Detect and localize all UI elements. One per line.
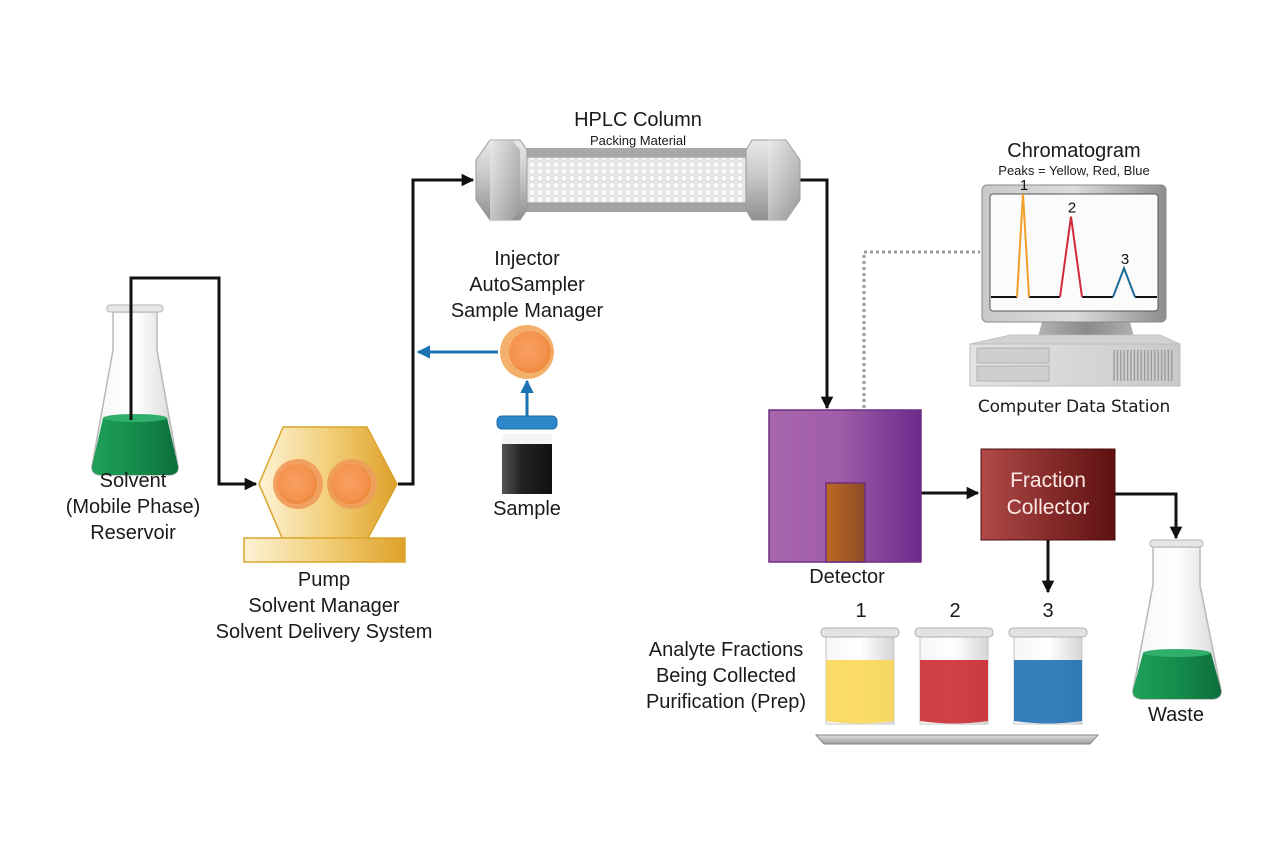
injector-label-line: AutoSampler [469,274,585,296]
column-title: HPLC Column [574,109,702,131]
chromatogram-subtitle: Peaks = Yellow, Red, Blue [998,163,1150,178]
solvent-liquid [91,418,179,475]
fractions-label-line: Purification (Prep) [645,691,807,713]
pump-to-column-line [398,173,475,486]
vent-grille [1113,350,1173,381]
vial-tray [814,734,1100,745]
vial-number-2: 2 [949,600,961,622]
chromatogram-peak-1 [1016,193,1030,298]
chromatogram-title: Chromatogram [1007,140,1141,162]
vial-rim [820,627,900,638]
collector-to-waste-line [1115,492,1183,540]
sample-liquid [502,444,552,494]
waste-label: Waste [1148,704,1204,726]
sample-vial [496,415,558,494]
injector-label-line: Sample Manager [450,300,604,322]
detector-flow-cell [825,482,866,563]
column-packing [526,158,748,202]
chromatogram-peak-2 [1059,216,1083,298]
injector-label-line: Injector [494,248,560,270]
vial-rim [914,627,994,638]
fraction-vial-3 [1008,627,1088,725]
solvent-label: Solvent (Mobile Phase) Reservoir [38,468,228,546]
computer-data-station [969,184,1181,387]
fraction-vials [820,627,1088,725]
fraction-collector [980,448,1116,541]
vial-rim [1008,627,1088,638]
fraction-collector-label-line: Fraction [1010,469,1086,492]
solvent-reservoir-flask [91,304,179,476]
pump-label-line: Solvent Delivery System [215,621,433,643]
fraction-vial-1 [820,627,900,725]
fractions-label-line: Analyte Fractions [648,639,804,661]
column-to-detector-line [800,178,834,410]
vial-number-1: 1 [855,600,867,622]
pump [243,426,406,563]
column-subtitle: Packing Material [589,133,687,148]
fractions-label-line: Being Collected [655,665,797,687]
solvent-label-line: Solvent [99,470,167,492]
chromatogram-plot: 1 2 3 [991,177,1157,298]
chromatogram-peak-3 [1112,265,1136,298]
peak-label-3: 3 [1121,251,1129,268]
fractions-label: Analyte Fractions Being Collected Purifi… [616,637,836,715]
sample-cap [496,415,558,430]
waste-flask [1132,539,1222,700]
flow-lines [129,173,1183,594]
hplc-column [475,139,801,221]
detector-label: Detector [809,566,885,588]
drive-bay-1 [976,347,1050,364]
vial-number-3: 3 [1042,600,1054,622]
fraction-collector-label: Fraction Collector [981,467,1115,521]
monitor-screen [989,193,1159,312]
solvent-label-line: (Mobile Phase) [65,496,201,518]
solvent-label-line: Reservoir [90,522,176,544]
injector-label: Injector AutoSampler Sample Manager [427,246,627,324]
drive-bay-2 [976,365,1050,382]
pump-label: Pump Solvent Manager Solvent Delivery Sy… [194,567,454,645]
injector [500,325,554,379]
sample-label: Sample [493,498,561,520]
fraction-vial-2 [914,627,994,725]
pump-label-line: Pump [297,569,351,591]
pump-base [243,537,406,563]
peak-label-1: 1 [1020,177,1028,194]
detector-to-computer-signal [862,250,980,408]
computer-label: Computer Data Station [977,397,1171,417]
waste-liquid [1132,653,1222,699]
peak-label-2: 2 [1068,200,1076,217]
pump-label-line: Solvent Manager [248,595,400,617]
detector [768,409,922,563]
fraction-collector-label-line: Collector [1006,496,1090,519]
fraction-collector-body [980,448,1116,541]
